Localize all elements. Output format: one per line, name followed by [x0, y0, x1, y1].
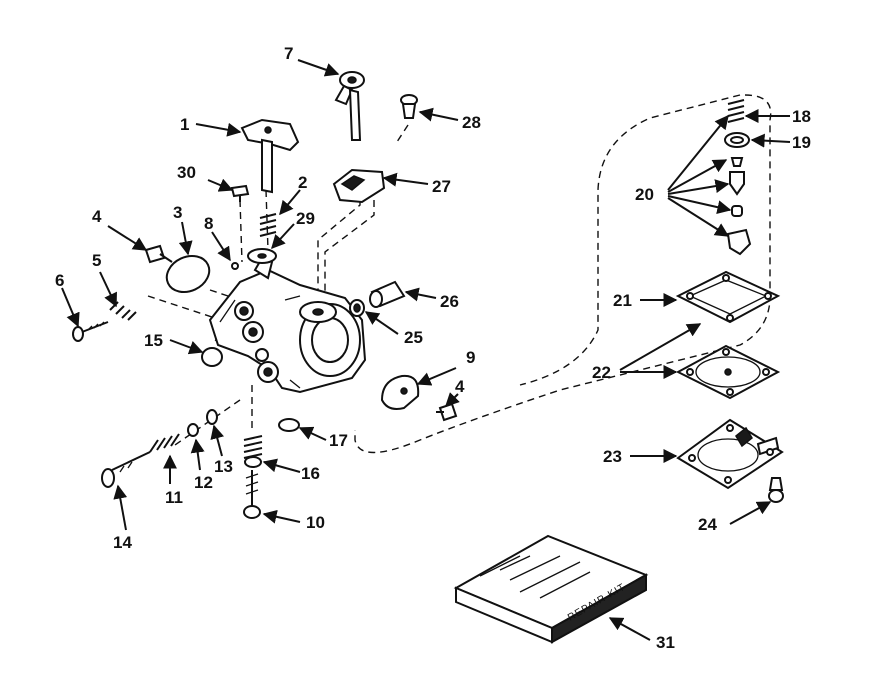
part-24-screw: [768, 477, 784, 503]
callout-1: 1: [180, 115, 189, 134]
callout-14: 14: [113, 533, 132, 552]
part-5-spring: [109, 301, 137, 321]
part-18-spring: [727, 99, 745, 123]
part-26-fitting: [369, 280, 406, 308]
callout-5: 5: [92, 251, 101, 270]
carburetor-body: [208, 256, 367, 394]
part-16-spring: [243, 435, 263, 468]
callout-4-left: 4: [92, 207, 102, 226]
callout-13: 13: [214, 457, 233, 476]
callout-6: 6: [55, 271, 64, 290]
callout-2: 2: [298, 173, 307, 192]
callout-3: 3: [173, 203, 182, 222]
leader-arrows: [61, 59, 791, 641]
part-19-washer: [724, 132, 750, 148]
part-25-seal: [349, 299, 365, 317]
part-3-throttle-plate: [165, 255, 211, 293]
callout-18: 18: [792, 107, 811, 126]
part-8-ball: [231, 262, 239, 270]
callout-25: 25: [404, 328, 423, 347]
callout-19: 19: [792, 133, 811, 152]
part-15-plug: [201, 347, 223, 367]
callout-29: 29: [296, 209, 315, 228]
callout-21: 21: [613, 291, 632, 310]
part-4-screw-right: [436, 402, 458, 422]
part-4-screw-left: [144, 244, 173, 264]
callout-23: 23: [603, 447, 622, 466]
callout-10: 10: [306, 513, 325, 532]
callout-20: 20: [635, 185, 654, 204]
part-22-diaphragm: [675, 344, 781, 400]
callout-labels: 1 2 3 4 4 5 6 7 8 9 10 11 12 13 14 15 16…: [55, 44, 811, 652]
part-30-screw: [230, 184, 250, 202]
part-13-washer: [206, 409, 218, 425]
part-7-choke-shaft: [334, 71, 365, 141]
part-11-spring: [149, 433, 180, 453]
callout-26: 26: [440, 292, 459, 311]
callout-27: 27: [432, 177, 451, 196]
part-21-gasket: [675, 270, 781, 324]
part-29-clip: [247, 248, 277, 264]
callout-12: 12: [194, 473, 213, 492]
callout-30: 30: [177, 163, 196, 182]
part-1-throttle-shaft: [240, 118, 300, 194]
part-12-washer: [187, 423, 199, 437]
part-9-choke-plate: [380, 374, 420, 410]
callout-22: 22: [592, 363, 611, 382]
part-28-screw: [400, 94, 418, 119]
callout-11: 11: [165, 488, 183, 507]
part-14-needle-screw: [101, 451, 151, 488]
callout-24: 24: [698, 515, 717, 534]
callout-17: 17: [329, 431, 348, 450]
part-10-needle-screw: [243, 470, 261, 519]
callout-31: 31: [656, 633, 675, 652]
part-20-inlet-assembly: [726, 157, 752, 256]
callout-9: 9: [466, 348, 475, 367]
callout-28: 28: [462, 113, 481, 132]
callout-8: 8: [204, 214, 213, 233]
assembly-dashed-lines: [147, 94, 772, 454]
part-23-lever-plate: [676, 418, 784, 490]
callout-16: 16: [301, 464, 320, 483]
callout-4-right: 4: [455, 377, 465, 396]
part-17-disc: [278, 418, 300, 432]
callout-15: 15: [144, 331, 163, 350]
callout-7: 7: [284, 44, 293, 63]
part-31-repair-kit: REPAIR KIT: [453, 534, 649, 644]
part-2-spring: [259, 213, 277, 237]
part-27-bracket: [332, 168, 386, 204]
